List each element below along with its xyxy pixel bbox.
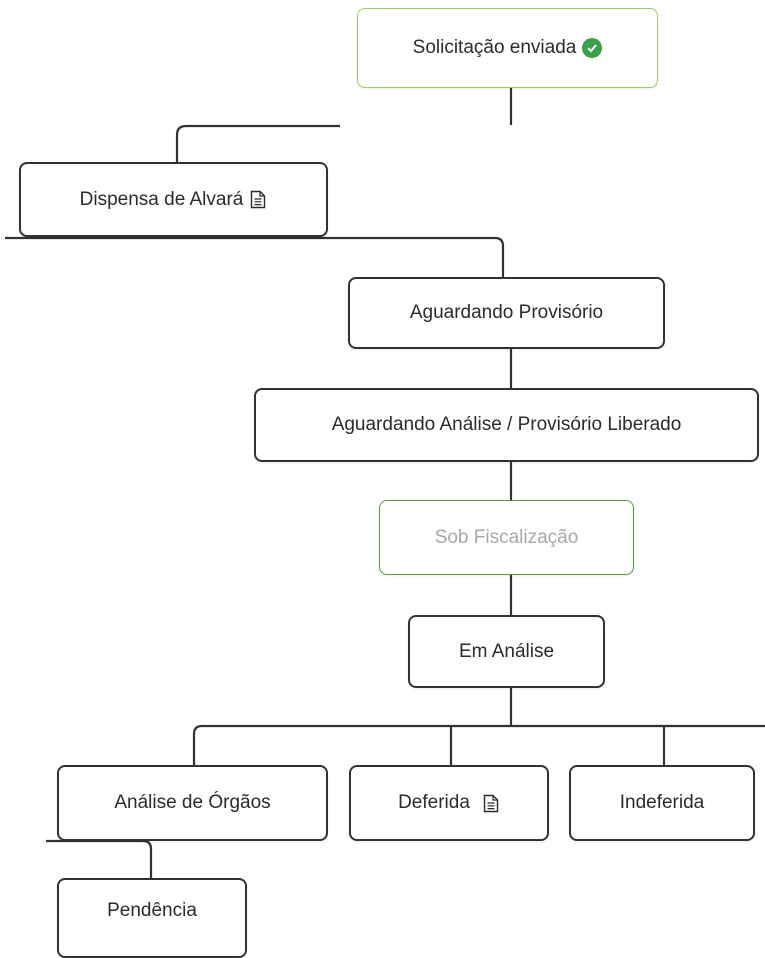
node-em-analise[interactable]: Em Análise <box>408 615 605 688</box>
document-icon <box>482 793 500 813</box>
node-pendencia[interactable]: Pendência <box>57 878 247 958</box>
node-solicitacao-enviada[interactable]: Solicitação enviada <box>357 8 658 88</box>
node-dispensa-label: Dispensa de Alvará <box>79 188 244 210</box>
node-sob-fiscalizacao[interactable]: Sob Fiscalização <box>379 500 634 575</box>
document-icon <box>249 190 267 210</box>
node-aguardando-provisorio-label: Aguardando Provisório <box>409 302 604 323</box>
node-pendencia-label: Pendência <box>107 900 197 921</box>
node-dispensa-de-alvara[interactable]: Dispensa de Alvará <box>19 162 328 237</box>
connector-branch-dispensa <box>175 124 340 162</box>
node-aguardando-analise-label: Aguardando Análise / Provisório Liberado <box>331 414 682 435</box>
connector-left-to-provisorio <box>5 236 505 277</box>
node-deferida[interactable]: Deferida <box>349 765 549 841</box>
node-deferida-label: Deferida <box>398 792 470 813</box>
node-indeferida-label: Indeferida <box>619 792 705 813</box>
node-em-analise-label: Em Análise <box>458 640 555 662</box>
connector-branch-bar <box>192 724 765 765</box>
node-solicitacao-label: Solicitação enviada <box>412 37 577 58</box>
connector-branch-pendencia <box>46 839 153 878</box>
node-analise-de-orgaos[interactable]: Análise de Órgãos <box>57 765 328 841</box>
node-sob-fiscalizacao-label: Sob Fiscalização <box>434 526 579 548</box>
node-indeferida[interactable]: Indeferida <box>569 765 755 841</box>
check-circle-icon <box>582 38 603 58</box>
node-aguardando-analise[interactable]: Aguardando Análise / Provisório Liberado <box>254 388 759 462</box>
node-aguardando-provisorio[interactable]: Aguardando Provisório <box>348 277 665 349</box>
node-analise-orgaos-label: Análise de Órgãos <box>114 792 271 813</box>
